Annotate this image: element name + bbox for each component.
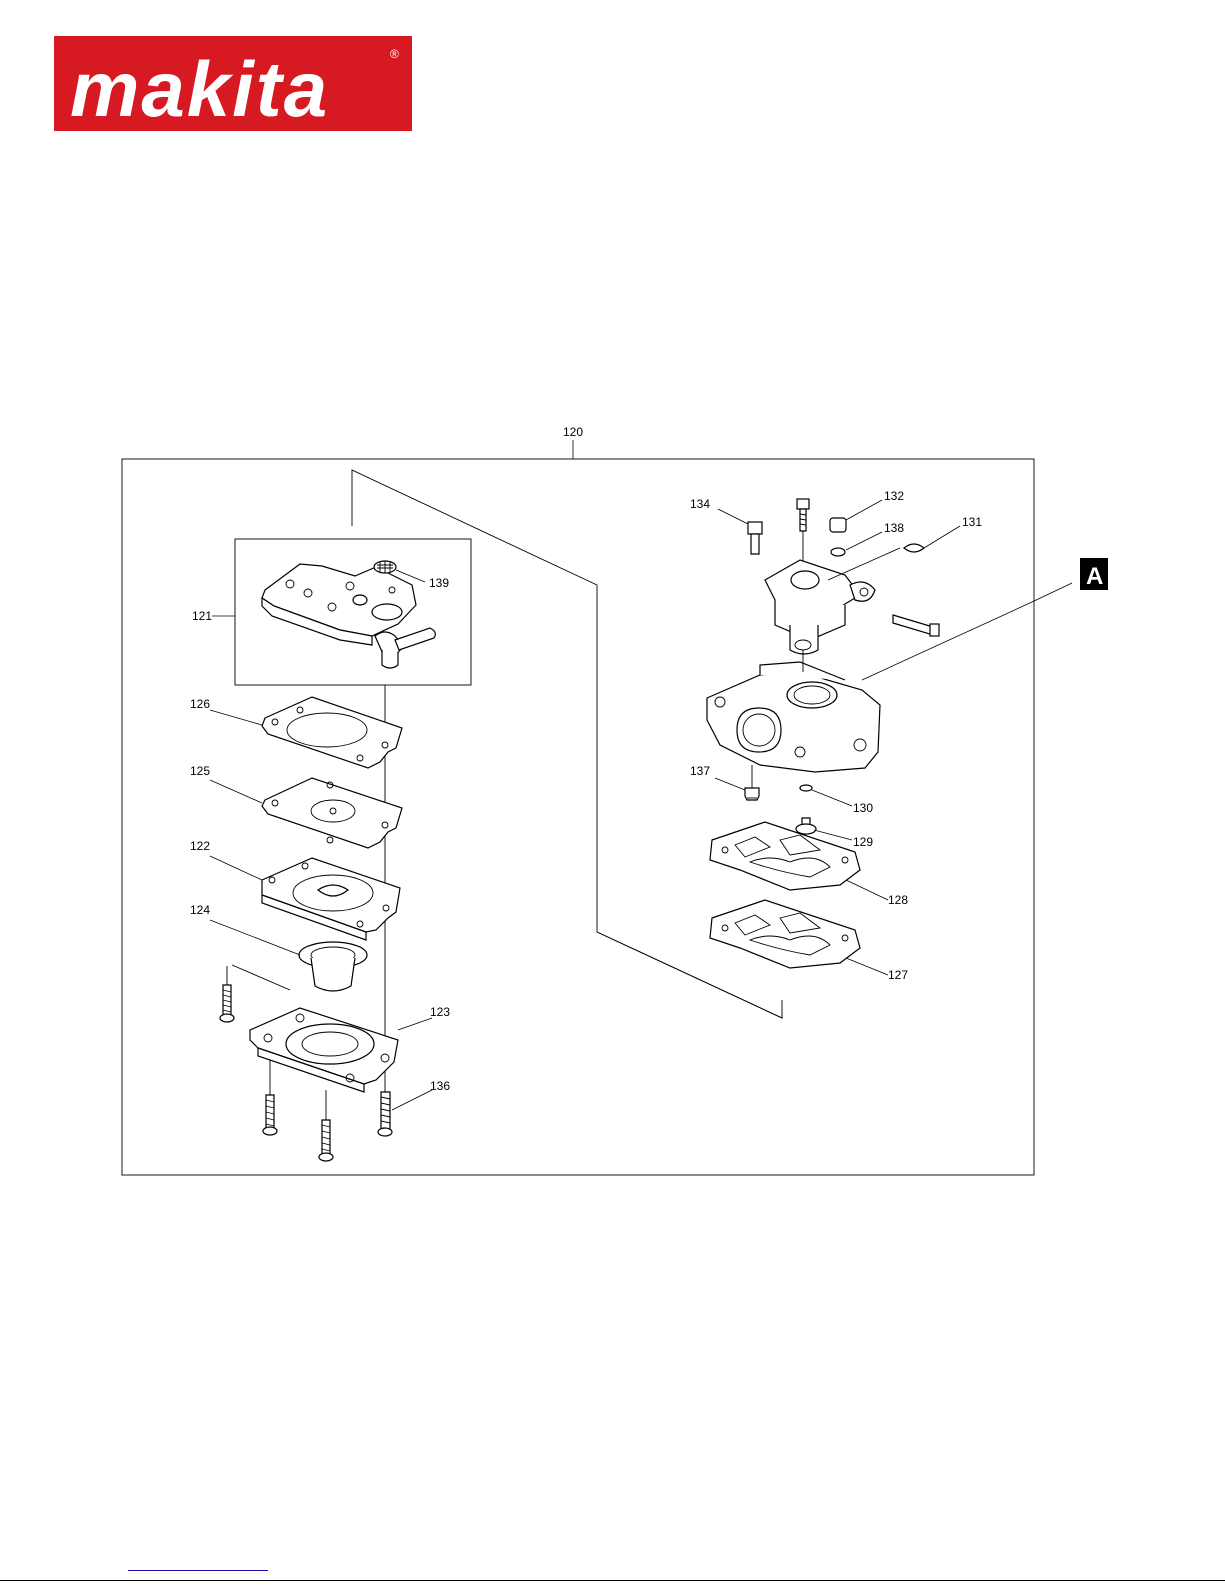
- plug-137: [745, 788, 759, 800]
- svg-text:139: 139: [429, 576, 449, 590]
- gasket-126: [262, 697, 402, 768]
- cover-plate-123: [250, 1008, 398, 1092]
- cap-132: [830, 518, 846, 532]
- svg-text:128: 128: [888, 893, 908, 907]
- svg-text:122: 122: [190, 839, 210, 853]
- svg-text:125: 125: [190, 764, 210, 778]
- svg-text:121: 121: [192, 609, 212, 623]
- carburetor-body: [707, 662, 880, 772]
- oring-130: [800, 785, 812, 791]
- screw-bottom-left: [263, 1095, 277, 1135]
- svg-text:126: 126: [190, 697, 210, 711]
- screw-top-left: [220, 985, 234, 1022]
- washer-138: [831, 548, 845, 556]
- pump-cover-121: [262, 564, 435, 668]
- svg-text:136: 136: [430, 1079, 450, 1093]
- clip-131: [904, 544, 924, 552]
- lever-bolt: [893, 615, 939, 636]
- svg-text:131: 131: [962, 515, 982, 529]
- needle-129: [796, 818, 816, 834]
- assembly-label: 120: [563, 425, 583, 439]
- svg-text:123: 123: [430, 1005, 450, 1019]
- gasket-127: [710, 900, 860, 968]
- metering-cup-124: [299, 942, 367, 991]
- svg-text:124: 124: [190, 903, 210, 917]
- diaphragm-125: [262, 778, 402, 848]
- screw-bottom-mid: [319, 1120, 333, 1161]
- svg-text:132: 132: [884, 489, 904, 503]
- footer-rule: [0, 1580, 1225, 1581]
- diagram-frame: [122, 459, 1034, 1175]
- screw-134: [748, 522, 762, 554]
- view-marker-a: A: [1080, 558, 1108, 590]
- svg-text:127: 127: [888, 968, 908, 982]
- pump-body-122: [262, 858, 400, 940]
- idle-screw: [797, 499, 809, 531]
- footer-link-underline[interactable]: [128, 1570, 268, 1571]
- gasket-128: [710, 822, 860, 890]
- svg-text:130: 130: [853, 801, 873, 815]
- svg-text:137: 137: [690, 764, 710, 778]
- throttle-body: [765, 560, 875, 654]
- svg-text:134: 134: [690, 497, 710, 511]
- screw-136: [378, 1092, 392, 1136]
- svg-text:129: 129: [853, 835, 873, 849]
- svg-text:138: 138: [884, 521, 904, 535]
- svg-text:A: A: [1086, 563, 1103, 590]
